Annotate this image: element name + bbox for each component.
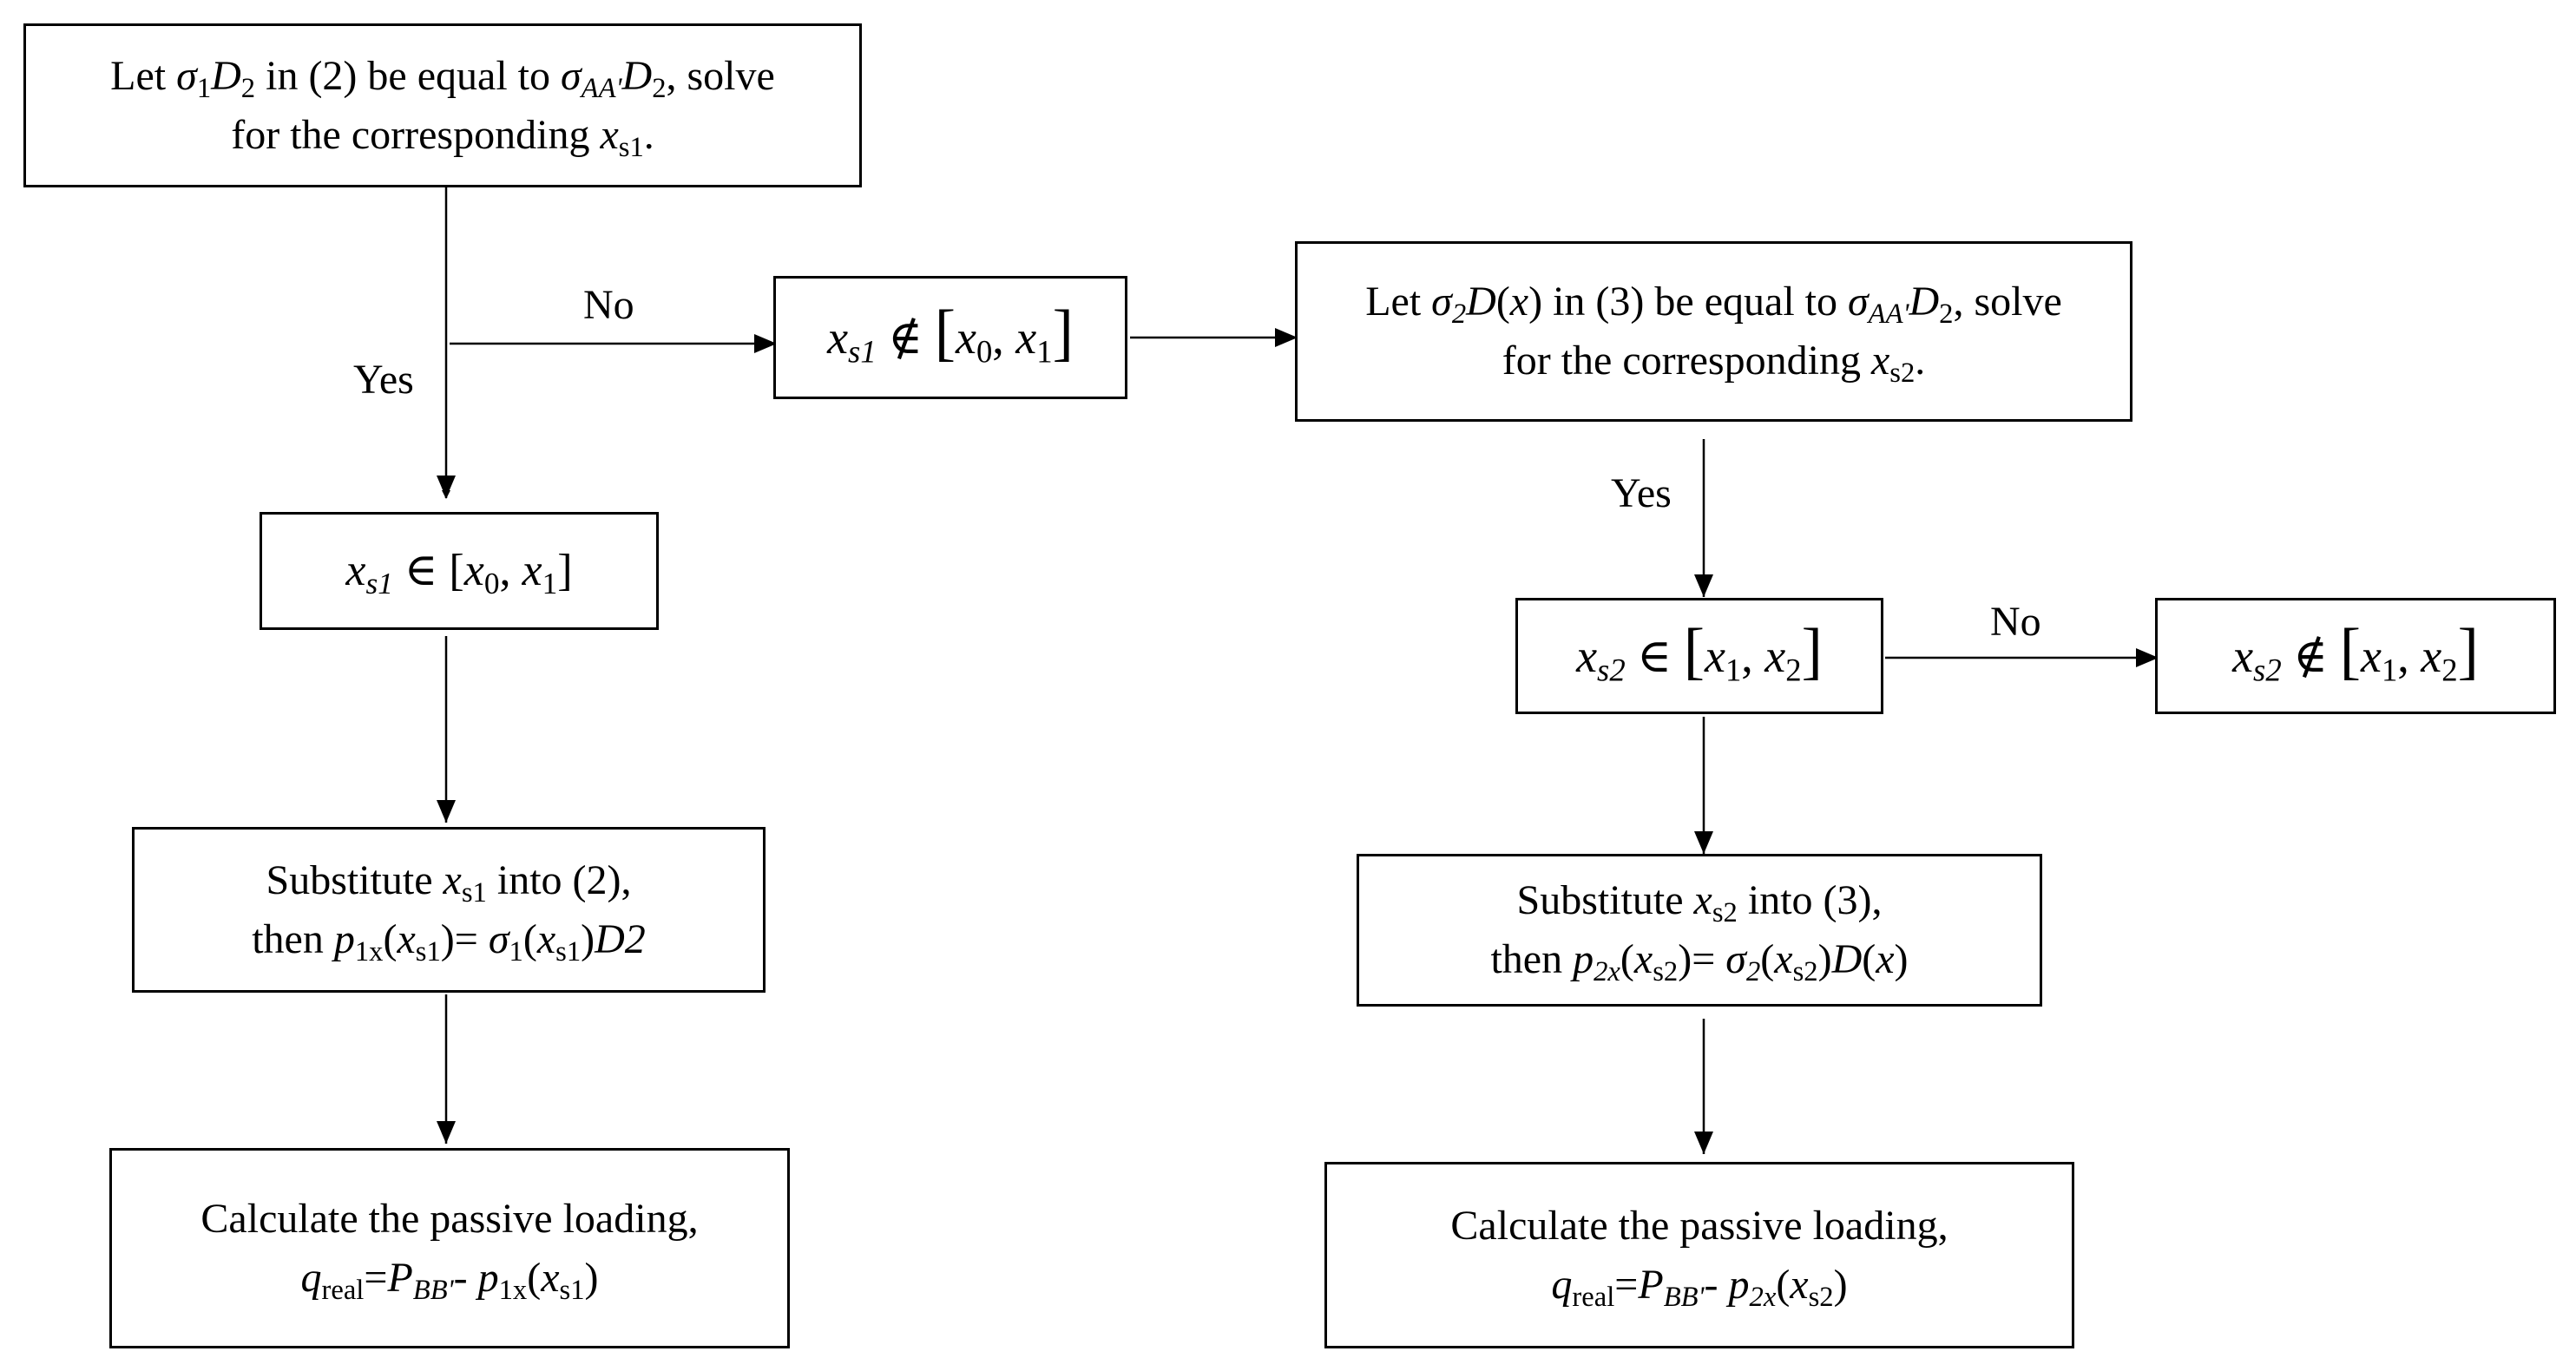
calc-2-line1: Calculate the passive loading,	[1450, 1202, 1948, 1249]
substitute-xs1-line2: then p1x(xs1)= σ1(xs1)D2	[252, 915, 646, 968]
solve-xs1-line2: for the corresponding xs1.	[231, 111, 654, 163]
substitute-xs1-line1: Substitute xs1 into (2),	[266, 856, 632, 909]
substitute-xs2-line1: Substitute xs2 into (3),	[1516, 877, 1883, 929]
xs2-not-in-interval-box: xs2 ∉ [x1, x2]	[2155, 598, 2556, 714]
solve-xs2-box: Let σ2D(x) in (3) be equal to σAA'D2, so…	[1295, 241, 2132, 422]
solve-xs1-box: Let σ1D2 in (2) be equal to σAA'D2, solv…	[23, 23, 862, 187]
xs1-not-in-expression: xs1 ∉ [x0, x1]	[827, 297, 1074, 370]
calc-passive-loading-2-box: Calculate the passive loading, qreal=PBB…	[1324, 1162, 2074, 1348]
calc-1-line2: qreal=PBB'- p1x(xs1)	[300, 1254, 599, 1306]
edge-label-yes-1: Yes	[353, 357, 414, 403]
xs2-in-interval-box: xs2 ∈ [x1, x2]	[1515, 598, 1883, 714]
edge-label-no-2: No	[1990, 599, 2041, 645]
solve-xs1-line1: Let σ1D2 in (2) be equal to σAA'D2, solv…	[110, 52, 775, 104]
edge-label-yes-2: Yes	[1611, 470, 1672, 516]
xs1-not-in-interval-box: xs1 ∉ [x0, x1]	[773, 276, 1127, 399]
calc-2-line2: qreal=PBB'- p2x(xs2)	[1551, 1261, 1848, 1313]
xs1-in-interval-box: xs1 ∈ [x0, x1]	[260, 512, 659, 630]
calc-passive-loading-1-box: Calculate the passive loading, qreal=PBB…	[109, 1148, 790, 1348]
solve-xs2-line1: Let σ2D(x) in (3) be equal to σAA'D2, so…	[1365, 279, 2062, 331]
xs1-in-expression: xs1 ∈ [x0, x1]	[345, 546, 573, 600]
edge-label-no-1: No	[583, 282, 634, 328]
substitute-xs1-box: Substitute xs1 into (2), then p1x(xs1)= …	[132, 827, 766, 993]
substitute-xs2-box: Substitute xs2 into (3), then p2x(xs2)= …	[1357, 854, 2042, 1007]
xs2-in-expression: xs2 ∈ [x1, x2]	[1576, 615, 1823, 688]
substitute-xs2-line2: then p2x(xs2)= σ2(xs2)D(x)	[1490, 936, 1909, 988]
calc-1-line1: Calculate the passive loading,	[200, 1195, 699, 1242]
xs2-not-in-expression: xs2 ∉ [x1, x2]	[2232, 615, 2479, 688]
solve-xs2-line2: for the corresponding xs2.	[1502, 338, 1926, 390]
